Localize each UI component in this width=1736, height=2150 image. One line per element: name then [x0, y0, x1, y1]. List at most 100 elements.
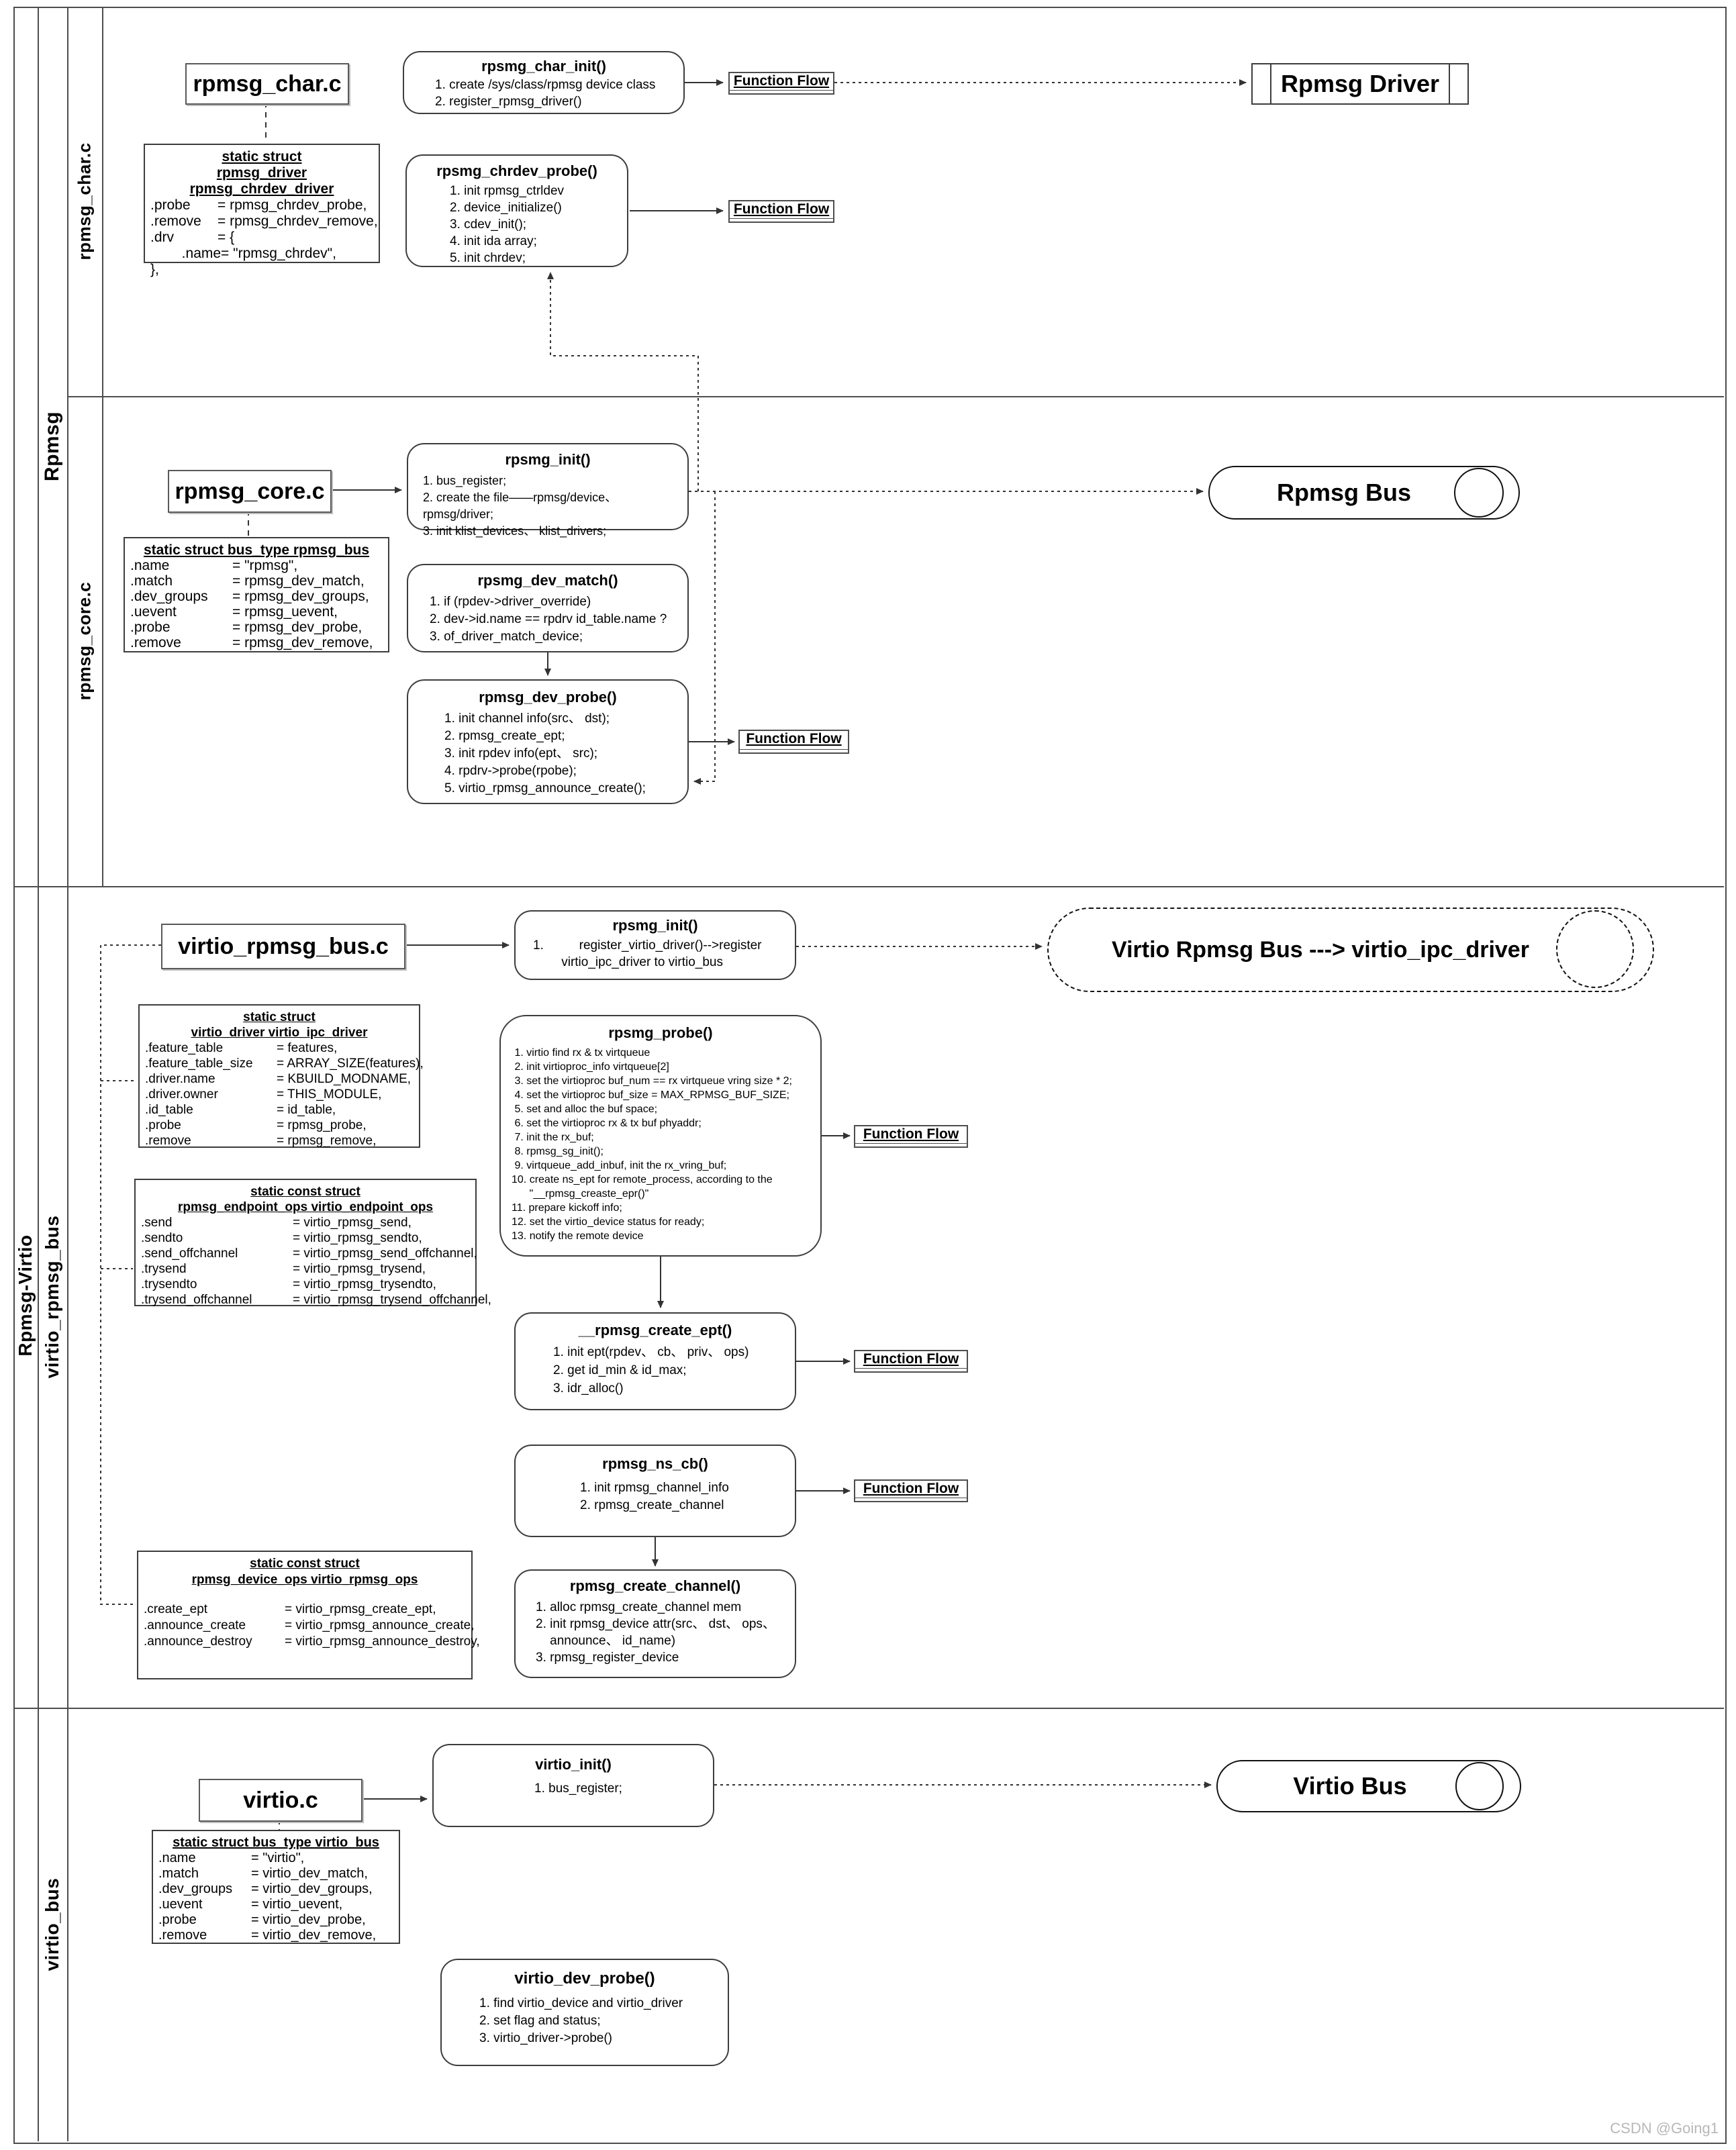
struct-fields: .probe= rpmsg_chrdev_probe,.remove= rpms… — [150, 197, 378, 278]
function-flow-label: Function Flow — [746, 731, 842, 746]
struct-field-row: .dev_groups= rpmsg_dev_groups, — [130, 589, 369, 604]
file-box-rpmsg-char: rpmsg_char.c — [185, 63, 349, 105]
func-box-steps: 1. if (rpdev->driver_override)2. dev->id… — [408, 593, 687, 646]
func-box-rpsmg-probe: rpsmg_probe() 1. virtio find rx & tx vir… — [499, 1015, 822, 1257]
list-item: 1. init channel info(src、 dst); — [444, 712, 610, 726]
list-item: 2. init rpmsg_device attr(src、 dst、 ops、… — [536, 1617, 775, 1648]
func-box-dev-probe: rpmsg_dev_probe() 1. init channel info(s… — [407, 679, 689, 804]
function-flow-badge-3: Function Flow — [738, 730, 849, 754]
func-box-title: rpmsg_ns_cb() — [602, 1455, 708, 1472]
func-box-steps: 1. register_virtio_driver()-->register v… — [516, 937, 795, 971]
struct-field-row: }, — [150, 262, 159, 277]
struct-fields: .send= virtio_rpmsg_send,.sendto= virtio… — [141, 1215, 491, 1308]
function-flow-badge-2: Function Flow — [728, 200, 834, 223]
file-box-label: virtio_rpmsg_bus.c — [178, 933, 389, 959]
list-item: 4. rpdrv->probe(rpobe); — [444, 764, 577, 778]
struct-field-row: .name= "rpmsg", — [130, 558, 298, 573]
struct-field-row: .trysend= virtio_rpmsg_trysend, — [141, 1262, 426, 1276]
list-item: 1. create /sys/class/rpmsg device class — [435, 78, 656, 92]
function-flow-label: Function Flow — [733, 73, 830, 89]
list-item: 2. create the file——rpmsg/device、 rpmsg/… — [423, 491, 621, 521]
struct-field-row: .remove= rpmsg_remove, — [145, 1134, 377, 1148]
list-item: 1. init rpmsg_channel_info — [580, 1481, 729, 1495]
struct-box-rpmsg-bus: static struct bus_type rpmsg_bus .name= … — [124, 537, 389, 652]
func-box-title: rpsmg_init() — [612, 917, 698, 934]
lane-label-virtio-rpmsg-bus: virtio_rpmsg_bus — [42, 1215, 62, 1379]
func-box-steps: 1. create /sys/class/rpmsg device class 2… — [404, 77, 683, 110]
struct-field-row: .announce_create= virtio_rpmsg_announce_… — [144, 1618, 475, 1632]
struct-field-row: .feature_table= features, — [145, 1041, 338, 1055]
struct-field-row: .announce_destroy= virtio_rpmsg_announce… — [144, 1634, 480, 1649]
list-item: 8. rpmsg_sg_init(); — [512, 1146, 604, 1157]
list-item: 3. virtio_driver->probe() — [479, 2031, 612, 2045]
file-box-virtio-rpmsg-bus: virtio_rpmsg_bus.c — [161, 924, 405, 969]
list-item: 2. register_rpmsg_driver() — [435, 95, 582, 109]
list-item: 1. register_virtio_driver()-->register v… — [533, 938, 762, 969]
func-box-steps: 1. init channel info(src、 dst);2. rpmsg_… — [408, 710, 687, 797]
list-item: static struct bus_type virtio_bus — [173, 1835, 379, 1850]
struct-title: static struct bus_type rpmsg_bus — [130, 542, 383, 558]
diagram-outer-border — [13, 7, 1727, 2144]
struct-field-row: .send= virtio_rpmsg_send, — [141, 1216, 412, 1230]
func-box-title: rpsmg_probe() — [608, 1024, 713, 1041]
file-box-rpmsg-core: rpmsg_core.c — [168, 470, 332, 513]
virtio-bus-label: Virtio Bus — [1293, 1772, 1407, 1800]
pill-endcap — [1454, 468, 1504, 518]
file-box-label: rpmsg_char.c — [193, 70, 342, 97]
list-item: virtio_driver virtio_ipc_driver — [191, 1026, 368, 1040]
lane-divider-char-core — [67, 396, 1724, 397]
func-box-title: rpsmg_char_init() — [481, 58, 606, 75]
list-item: static const struct — [250, 1185, 360, 1199]
list-item: static struct bus_type rpmsg_bus — [143, 542, 370, 558]
list-item: 1. find virtio_device and virtio_driver — [479, 1996, 683, 2010]
list-item: 13. notify the remote device — [512, 1230, 644, 1242]
struct-field-row: .match= virtio_dev_match, — [158, 1866, 368, 1881]
func-box-title: rpsmg_chrdev_probe() — [436, 162, 597, 179]
function-flow-label: Function Flow — [863, 1351, 959, 1367]
list-item: 2. init virtioproc_info virtqueue[2] — [512, 1061, 669, 1073]
func-box-chrdev-probe: rpsmg_chrdev_probe() 1. init rpmsg_ctrld… — [405, 154, 628, 267]
list-item: 2. get id_min & id_max; — [553, 1363, 687, 1377]
function-flow-label: Function Flow — [863, 1126, 959, 1142]
func-box-virtio-init: virtio_init() 1. bus_register; — [432, 1744, 714, 1827]
func-box-ns-cb: rpmsg_ns_cb() 1. init rpmsg_channel_info… — [514, 1445, 796, 1537]
virtio-bus-shape: Virtio Bus — [1216, 1760, 1521, 1812]
struct-field-row: .sendto= virtio_rpmsg_sendto, — [141, 1231, 422, 1245]
list-item: 7. init the rx_buf; — [512, 1132, 594, 1143]
struct-field-row: .probe= rpmsg_probe, — [145, 1118, 367, 1132]
struct-fields: .name= "rpmsg",.match= rpmsg_dev_match,.… — [130, 558, 383, 650]
struct-fields: .create_ept= virtio_rpmsg_create_ept,.an… — [144, 1602, 480, 1650]
list-item: 4. set the virtioproc buf_size = MAX_RPM… — [512, 1089, 789, 1101]
virtio-rpmsg-bus-label: Virtio Rpmsg Bus ---> virtio_ipc_driver — [1112, 936, 1529, 963]
list-item: 3. of_driver_match_device; — [430, 630, 583, 644]
list-item: 2. rpmsg_create_channel — [580, 1498, 724, 1512]
file-box-label: virtio.c — [243, 1787, 318, 1813]
pool-label-rpmsg-virtio: Rpmsg-Virtio — [15, 1234, 36, 1357]
rpmsg-bus-shape: Rpmsg Bus — [1208, 466, 1520, 520]
list-item: 1. init ept(rpdev、 cb、 priv、 ops) — [553, 1345, 749, 1359]
struct-field-row: .dev_groups= virtio_dev_groups, — [158, 1882, 373, 1896]
function-flow-badge-1: Function Flow — [728, 72, 834, 95]
pool-divider-virtiobus — [13, 1708, 1724, 1709]
struct-field-row: .driver.name= KBUILD_MODNAME, — [145, 1072, 412, 1086]
lane-label-divider — [67, 7, 68, 2141]
list-item: 10. create ns_ept for remote_process, ac… — [512, 1174, 773, 1200]
func-box-title: virtio_dev_probe() — [514, 1969, 655, 1988]
list-item: 6. set the virtioproc rx & tx buf phyadd… — [512, 1118, 702, 1129]
struct-fields: .name= "virtio",.match= virtio_dev_match… — [158, 1851, 393, 1943]
struct-field-row: .name= "virtio", — [158, 1851, 305, 1865]
func-box-steps: 1. bus_register; — [434, 1780, 713, 1797]
file-box-label: rpmsg_core.c — [175, 478, 325, 504]
func-box-steps: 1. init rpmsg_channel_info 2. rpmsg_creat… — [516, 1479, 795, 1514]
function-flow-underline — [730, 218, 833, 219]
list-item: 3. set the virtioproc buf_num == rx virt… — [512, 1075, 792, 1087]
list-item: static struct — [222, 149, 302, 164]
list-item: 1. bus_register; — [423, 474, 507, 487]
struct-box-virtio-bus: static struct bus_type virtio_bus .name=… — [152, 1830, 400, 1944]
